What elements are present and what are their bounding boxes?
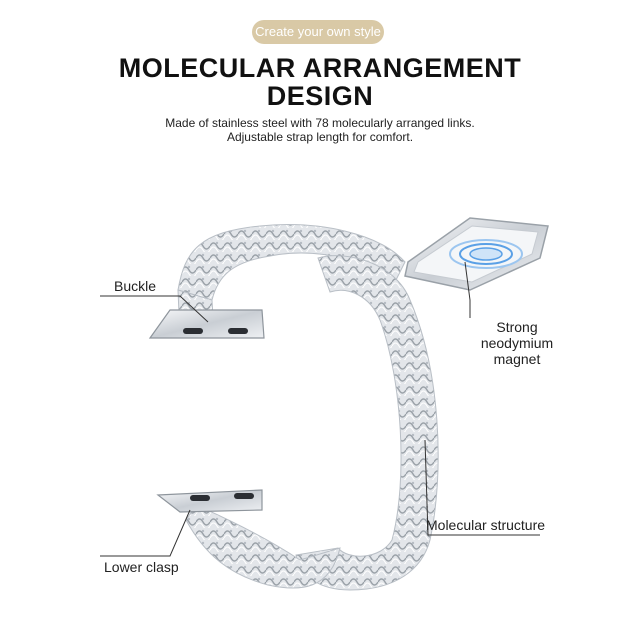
upper-strap (177, 224, 406, 301)
buckle-leader-line (100, 295, 209, 323)
molecular-callout: Molecular structure (426, 517, 546, 533)
lower-clasp-callout: Lower clasp (104, 559, 179, 575)
headline-line-1: MOLECULAR ARRANGEMENT (118, 53, 522, 83)
product-description: Made of stainless steel with 78 molecula… (0, 116, 640, 144)
magnet-leader-line (464, 261, 471, 318)
lower-strap (185, 504, 341, 589)
lower-clasp-leader-line (100, 509, 191, 557)
style-badge: Create your own style (252, 20, 384, 44)
headline-line-2: DESIGN (266, 81, 374, 111)
magnet-callout-line-1: Strong neodymium (480, 319, 554, 351)
buckle-callout: Buckle (114, 278, 157, 294)
magnet-rings (449, 239, 523, 269)
magnet-callout: Strong neodymium magnet (459, 319, 575, 367)
mesh-loop-strap (295, 255, 439, 591)
description-line-1: Made of stainless steel with 78 molecula… (165, 116, 475, 130)
molecular-leader-line (424, 439, 540, 536)
buckle-lug (148, 309, 265, 339)
magnet-callout-line-2: magnet (493, 351, 541, 367)
lower-clasp-lug (156, 489, 263, 513)
page-headline: MOLECULAR ARRANGEMENT DESIGN (0, 54, 640, 110)
description-line-2: Adjustable strap length for comfort. (226, 130, 414, 144)
